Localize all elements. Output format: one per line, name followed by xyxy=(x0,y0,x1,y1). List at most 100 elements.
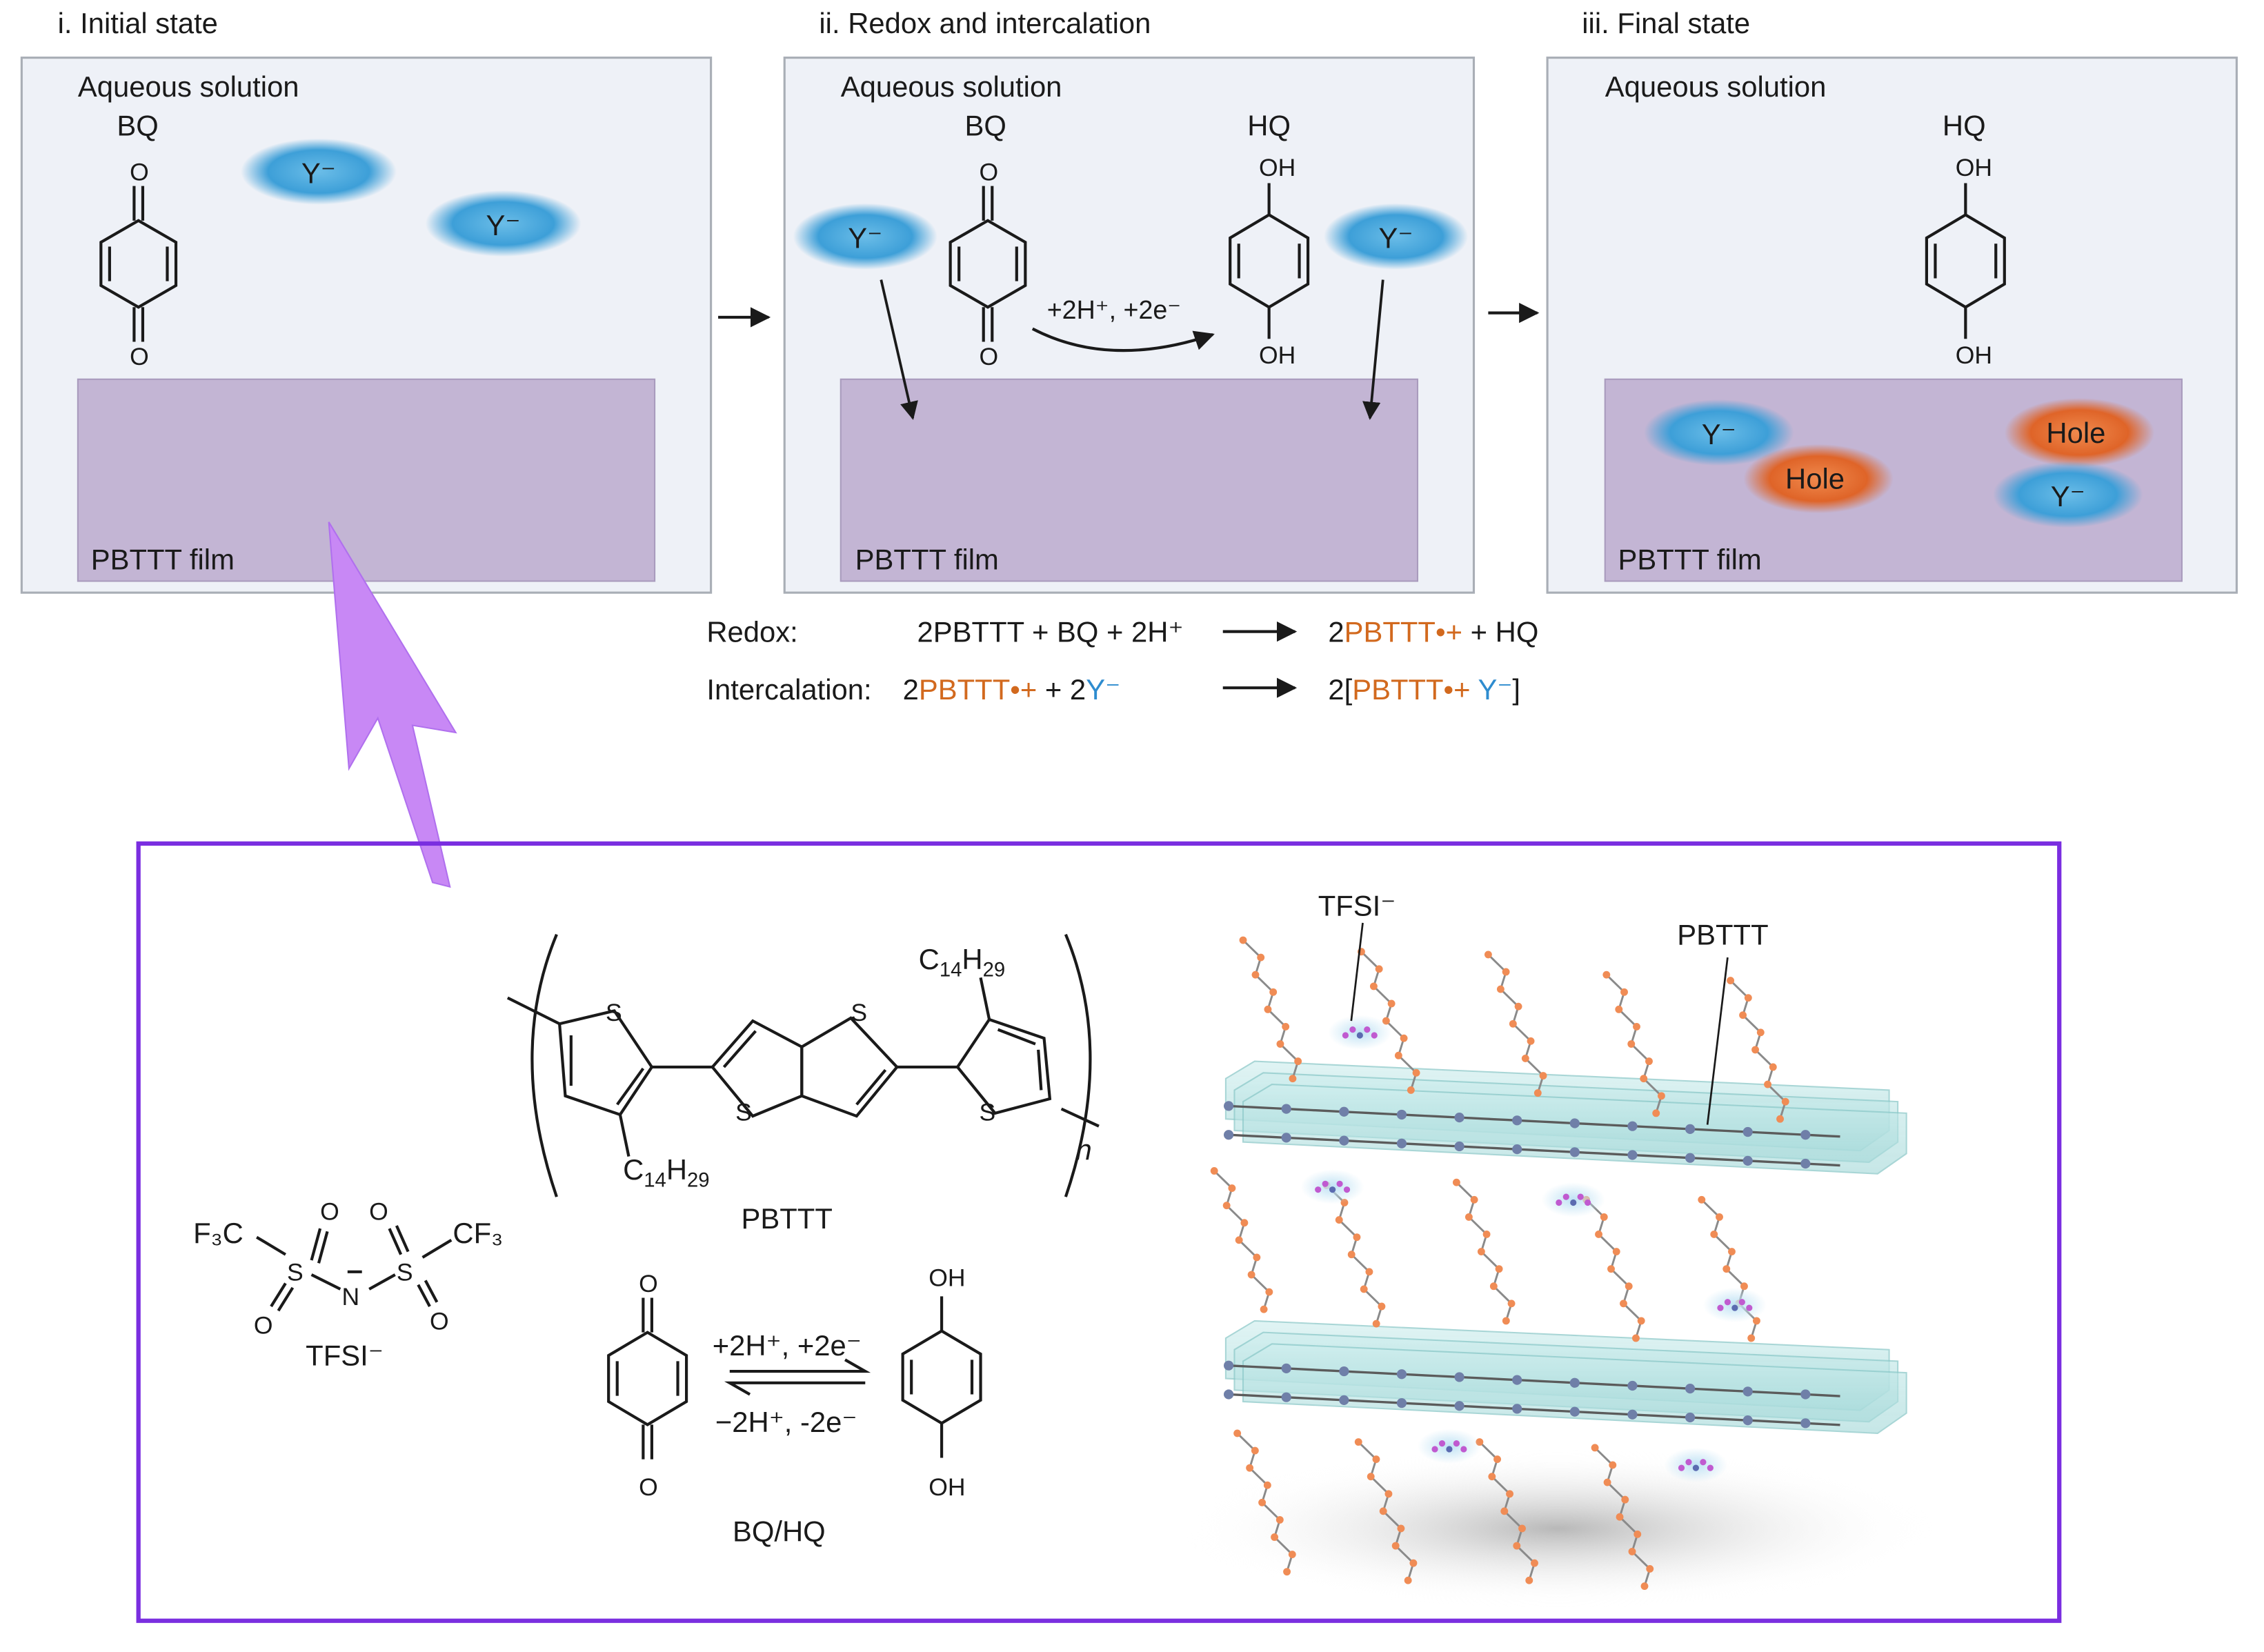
sulfur-atom: S xyxy=(287,1258,304,1286)
sulfur-bead xyxy=(1627,1121,1638,1131)
carbon-bead xyxy=(1728,1248,1736,1255)
nitrogen-atom: N xyxy=(341,1283,359,1311)
tfsi-atom xyxy=(1562,1193,1569,1200)
tfsi-atom xyxy=(1322,1180,1329,1187)
carbon-bead xyxy=(1539,1072,1547,1079)
carbon-bead xyxy=(1756,1028,1765,1037)
carbon-bead xyxy=(1533,1089,1542,1097)
panel2-bq-label: BQ xyxy=(965,110,1006,142)
forward-half-arrow xyxy=(729,1358,871,1373)
anion-label: Y⁻ xyxy=(301,157,336,189)
tfsi-atom xyxy=(1570,1199,1577,1206)
carbon-bead xyxy=(1634,1530,1642,1538)
reaction-condition: +2H⁺, +2e⁻ xyxy=(1047,295,1181,324)
anion-label: Y⁻ xyxy=(486,209,520,241)
alkyl-chain-top: C14H29 xyxy=(919,943,1005,981)
carbon-bead xyxy=(1258,1498,1267,1506)
inset-frame xyxy=(136,841,2062,1623)
carbon-bead xyxy=(1602,971,1611,979)
carbon-bead xyxy=(1282,1023,1290,1031)
sulfur-bead xyxy=(1512,1375,1522,1385)
tfsi-atom xyxy=(1678,1464,1685,1471)
carbon-bead xyxy=(1751,1046,1759,1054)
tfsi-atom xyxy=(1438,1440,1446,1447)
sulfur-bead xyxy=(1569,1406,1580,1417)
carbon-bead xyxy=(1482,1231,1491,1238)
sulfur-bead xyxy=(1396,1109,1407,1120)
sulfur-bead xyxy=(1339,1135,1349,1146)
carbon-bead xyxy=(1276,1040,1284,1048)
bq-molecule: O O xyxy=(99,158,178,370)
carbon-bead xyxy=(1769,1063,1777,1071)
carbon-bead xyxy=(1500,1507,1509,1515)
carbon-bead xyxy=(1507,1300,1516,1308)
carbon-bead xyxy=(1603,1478,1611,1486)
carbon-bead xyxy=(1698,1195,1706,1204)
carbon-bead xyxy=(1727,977,1735,984)
packing-model: TFSI⁻ PBTTT xyxy=(1182,889,1933,1608)
backbone-slab-lower xyxy=(1224,1320,1907,1435)
oxygen-atom: O xyxy=(369,1198,388,1226)
pbttt-pointer xyxy=(1706,957,1729,1125)
tfsi-atom xyxy=(1446,1446,1453,1453)
tfsi-atom xyxy=(1356,1032,1363,1039)
hole-ellipse xyxy=(1743,444,1894,514)
sulfur-bead xyxy=(1339,1366,1349,1377)
anion-label: Y⁻ xyxy=(1379,222,1413,255)
carbon-bead xyxy=(1240,1219,1249,1227)
sulfur-bead xyxy=(1685,1153,1696,1163)
carbon-bead xyxy=(1640,1582,1649,1590)
carbon-bead xyxy=(1354,1438,1362,1446)
carbon-bead xyxy=(1488,1473,1496,1481)
sulfur-bead xyxy=(1569,1147,1580,1157)
sulfur-bead xyxy=(1396,1138,1407,1148)
panel2-title: ii. Redox and intercalation xyxy=(819,7,1151,39)
oxygen-atom: O xyxy=(254,1312,273,1340)
anion-label: Y⁻ xyxy=(848,222,882,255)
sulfur-bead xyxy=(1396,1397,1407,1409)
anion-ellipse xyxy=(793,203,937,270)
carbon-bead xyxy=(1607,1265,1615,1273)
sulfur-bead xyxy=(1223,1360,1234,1371)
sulfur-bead xyxy=(1800,1130,1811,1140)
oxygen-atom: O xyxy=(130,158,149,186)
pbttt-structure: n S S S S C14H29 C14H29 PBTTT xyxy=(506,933,1100,1235)
anion-ellipse xyxy=(1324,203,1469,270)
carbon-bead xyxy=(1652,1109,1660,1117)
anion-label: Y⁻ xyxy=(1702,418,1736,450)
bq-molecule: O O xyxy=(949,158,1027,370)
carbon-bead xyxy=(1283,1568,1291,1576)
carbon-bead xyxy=(1246,1464,1254,1472)
carbon-bead xyxy=(1265,1288,1273,1296)
carbon-bead xyxy=(1600,1213,1608,1221)
intercalation-left-side: 2PBTTT•+ + 2Y⁻ xyxy=(903,673,1121,706)
carbon-bead xyxy=(1400,1034,1408,1042)
tfsi-ions xyxy=(1300,1015,1767,1483)
bq-molecule: O O xyxy=(607,1270,688,1501)
sulfur-bead xyxy=(1742,1386,1753,1397)
panel3-film-label: PBTTT film xyxy=(1618,544,1762,576)
carbon-bead xyxy=(1275,1515,1284,1524)
tfsi-atom xyxy=(1431,1446,1438,1453)
redox-label: Redox: xyxy=(706,615,797,648)
carbon-bead xyxy=(1513,1542,1521,1550)
sulfur-bead xyxy=(1454,1401,1464,1411)
anion-ellipse xyxy=(1993,461,2143,528)
hydroxyl-label: OH xyxy=(1956,341,1992,369)
sulfur-bead xyxy=(1627,1380,1638,1391)
sulfur-bead xyxy=(1396,1369,1407,1380)
panel2-solution-label: Aqueous solution xyxy=(841,70,1062,103)
carbon-bead xyxy=(1210,1167,1218,1175)
sulfur-atom: S xyxy=(397,1258,413,1286)
carbon-bead xyxy=(1521,1054,1529,1062)
carbon-bead xyxy=(1716,1213,1723,1221)
carbon-bead xyxy=(1375,965,1383,973)
tfsi-atom xyxy=(1315,1186,1322,1193)
carbon-bead xyxy=(1747,1334,1756,1342)
sulfur-bead xyxy=(1512,1144,1522,1155)
panel2-hq-label: HQ xyxy=(1247,110,1291,142)
tfsi-atom xyxy=(1343,1186,1351,1193)
sulfur-bead xyxy=(1627,1409,1638,1420)
backbone-slab xyxy=(1242,1083,1907,1175)
carbon-bead xyxy=(1739,1011,1747,1019)
